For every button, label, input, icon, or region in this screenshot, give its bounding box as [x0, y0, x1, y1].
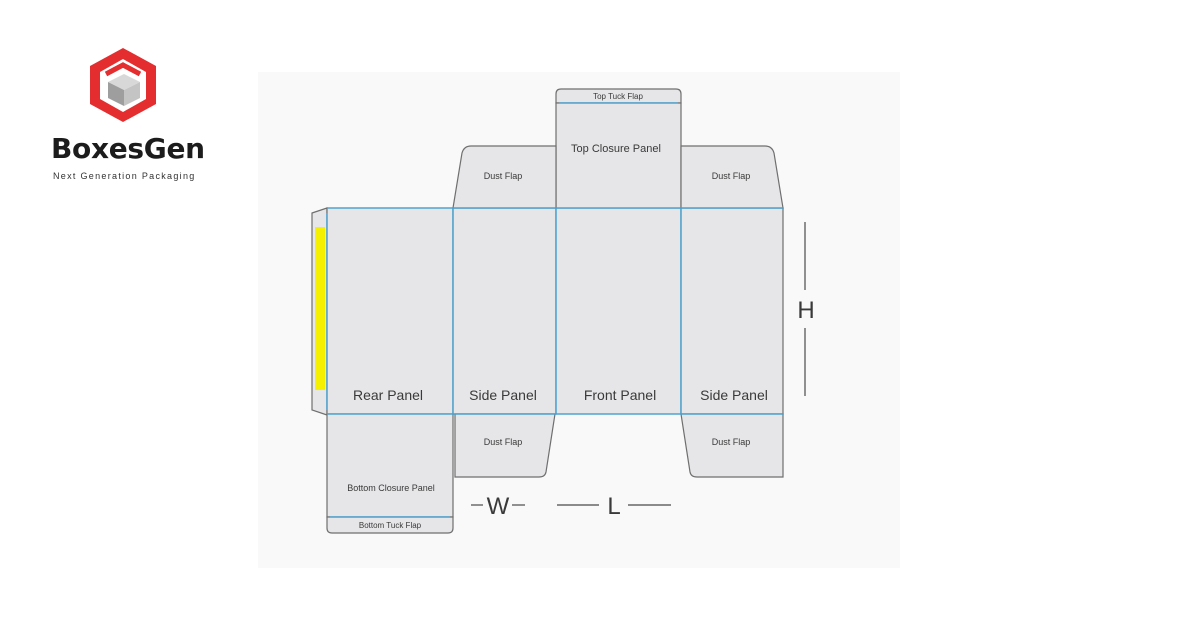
top-tuck-flap-label: Top Tuck Flap: [593, 92, 643, 101]
bottom-tuck-flap-label: Bottom Tuck Flap: [359, 521, 422, 530]
top-closure-panel: [555, 102, 682, 209]
brand-logo: BoxesGen Next Generation Packaging: [40, 44, 220, 194]
dust-flap-bottom-right: [680, 413, 784, 478]
bottom-closure-panel: [326, 413, 454, 518]
width-dimension-label: W: [487, 493, 510, 520]
rear-panel-label: Rear Panel: [353, 387, 423, 403]
side-panel-left: [452, 207, 557, 415]
dust-flap-bottom-right-label: Dust Flap: [712, 437, 751, 447]
dust-flap-top-right: [680, 145, 784, 209]
bottom-closure-panel-label: Bottom Closure Panel: [347, 483, 435, 493]
dust-flap-bottom-left: [454, 413, 556, 478]
glue-strip: [315, 227, 325, 390]
dimension-lines: [471, 222, 806, 506]
height-dimension-label: H: [797, 297, 814, 324]
brand-tagline: Next Generation Packaging: [53, 171, 196, 181]
side-panel-right: [680, 207, 784, 415]
dust-flap-top-left: [452, 145, 557, 209]
bottom-tuck-flap: [326, 516, 454, 534]
length-dimension-label: L: [607, 493, 620, 520]
top-closure-panel-label: Top Closure Panel: [571, 143, 661, 155]
top-tuck-flap: [555, 88, 682, 104]
dust-flap-top-right-label: Dust Flap: [712, 171, 751, 181]
side-panel-right-label: Side Panel: [700, 387, 768, 403]
fold-lines: [326, 102, 783, 518]
rear-panel: [326, 207, 454, 415]
dust-flap-top-left-label: Dust Flap: [484, 171, 523, 181]
boxesgen-logo-icon: [90, 48, 156, 122]
front-panel: [555, 207, 682, 415]
side-panel-left-label: Side Panel: [469, 387, 537, 403]
front-panel-label: Front Panel: [584, 387, 656, 403]
dust-flap-bottom-left-label: Dust Flap: [484, 437, 523, 447]
brand-name: BoxesGen: [51, 132, 205, 165]
